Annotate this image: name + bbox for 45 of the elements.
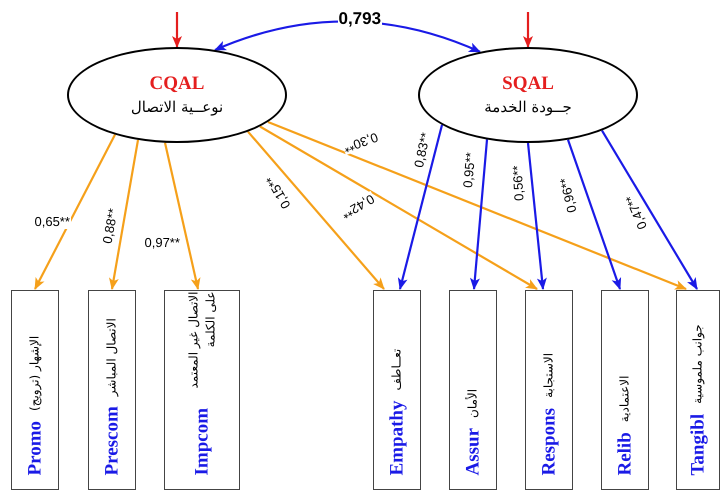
indicator-label: جوانب ملموسية [690,324,706,404]
indicator-code: Assur [462,428,484,476]
edge-label: 0,97** [144,236,181,250]
arrow [247,130,385,290]
indicator-label: الاستجابة [540,353,557,398]
arrow [108,140,140,290]
indicator-box [88,290,136,490]
indicator-code: Tangibl [686,414,709,476]
indicator-code: Impcom [190,408,213,476]
arrow [268,120,687,290]
variable-code: CQAL [150,74,204,94]
indicator-label: الأمان [464,389,481,418]
edge-label: 0,65** [34,215,71,230]
indicator-code: Empathy [386,400,408,476]
indicator-label: تعــاطف [388,348,405,391]
arrow [164,142,200,290]
indicator-box [449,290,497,490]
arrow [526,142,547,290]
arrow [470,139,488,290]
variable-code: SQAL [502,74,554,94]
arrow [34,134,116,290]
variable-label: جــودة الخدمة [484,98,572,116]
indicator-label: الاتصال المباشر [104,318,120,396]
indicator-box [525,290,573,490]
indicator-label: الاعتمادية [616,376,633,422]
indicator-box [373,290,421,490]
indicator-box [676,290,720,490]
indicator-box [11,290,59,490]
indicator-label: الإشهار (ترويج) [26,336,43,412]
indicator-code: Respons [538,408,560,476]
indicator-code: Promo [24,421,46,476]
arrow [259,126,538,290]
variable-label: نوعــية الاتصال [130,98,224,116]
indicator-label: الاتصال غير المعتمد على الكلمة [186,292,218,391]
arrow [601,130,698,290]
arrow [566,139,622,290]
indicator-box [164,290,240,490]
indicator-code: Prescom [100,406,123,476]
edge-label: 0,56** [510,164,526,202]
arrow [523,12,533,48]
arrow [398,124,444,290]
edge-label: 0,793 [338,10,382,28]
arrow [172,12,182,48]
indicator-box [601,290,649,490]
indicator-code: Relib [614,432,636,476]
